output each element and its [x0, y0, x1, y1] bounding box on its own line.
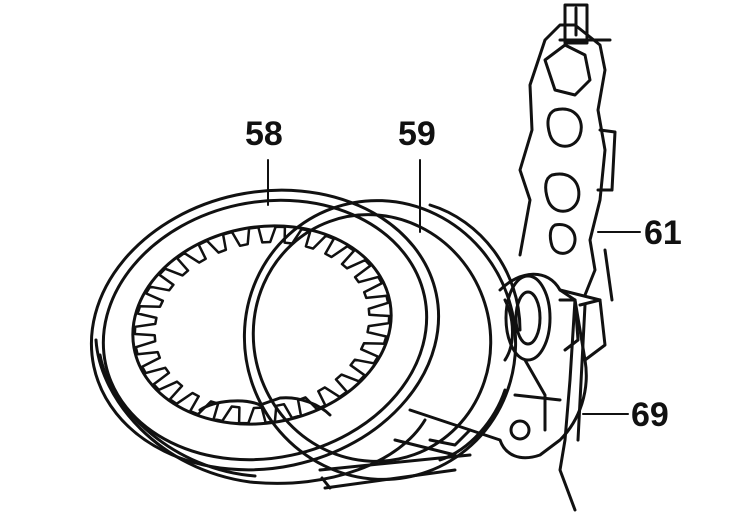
bracket-61	[518, 3, 617, 512]
callout-58: 58	[245, 115, 283, 153]
shift-fork-69	[318, 272, 607, 490]
leader-lines	[267, 159, 641, 415]
callout-61: 61	[644, 214, 682, 252]
callout-69: 69	[631, 396, 669, 434]
callout-59: 59	[398, 115, 436, 153]
ring-58-internal-teeth	[133, 225, 391, 425]
ring-58	[89, 188, 441, 490]
